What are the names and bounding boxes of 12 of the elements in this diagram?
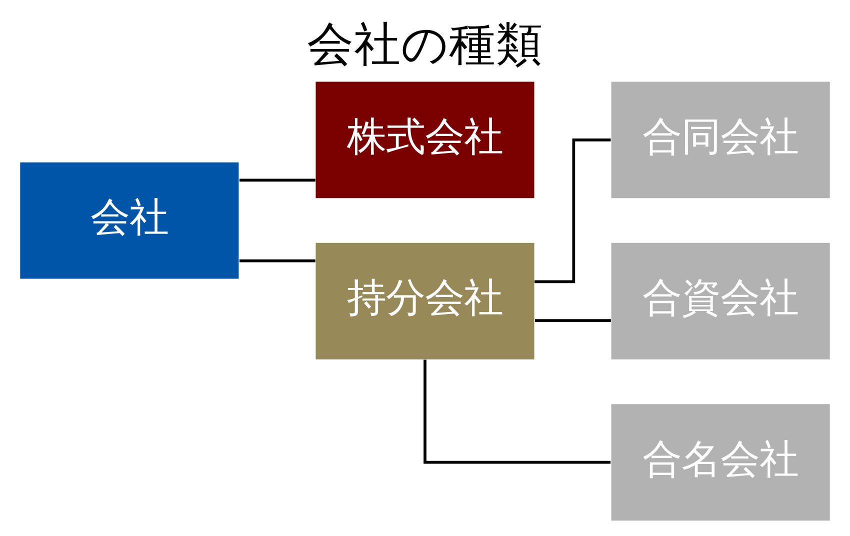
connector [240,178,316,182]
node-box: 持分会社 [316,242,534,360]
diagram-title: 会社の種類 [307,16,543,71]
connector [535,319,611,322]
node-box: 合同会社 [611,82,830,198]
node-box: 株式会社 [316,82,534,198]
node-box: 会社 [20,162,239,279]
node-box: 合名会社 [611,404,830,521]
connector [240,259,316,262]
connector [534,138,611,284]
node-box: 合資会社 [611,242,830,360]
connector [424,360,610,464]
